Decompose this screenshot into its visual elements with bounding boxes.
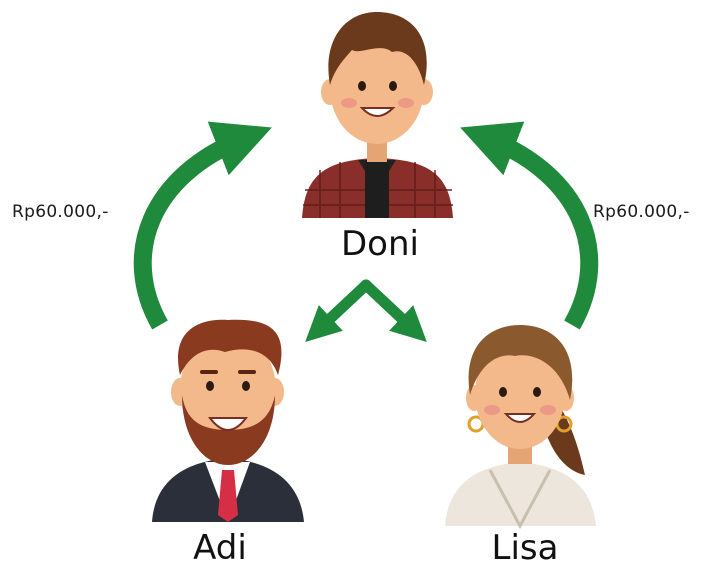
lisa-avatar-icon — [445, 325, 596, 530]
name-doni: Doni — [341, 224, 419, 264]
amount-lisa-to-doni: Rp60.000,- — [593, 202, 690, 222]
doni-avatar-icon — [302, 12, 453, 218]
name-adi: Adi — [193, 528, 247, 568]
amount-adi-to-doni: Rp60.000,- — [12, 202, 109, 222]
arrow-lisa-to-doni — [460, 121, 599, 330]
split-arrow-icon — [305, 279, 427, 343]
arrow-adi-to-doni — [133, 121, 272, 330]
adi-avatar-icon — [152, 319, 304, 522]
name-lisa: Lisa — [491, 528, 559, 568]
